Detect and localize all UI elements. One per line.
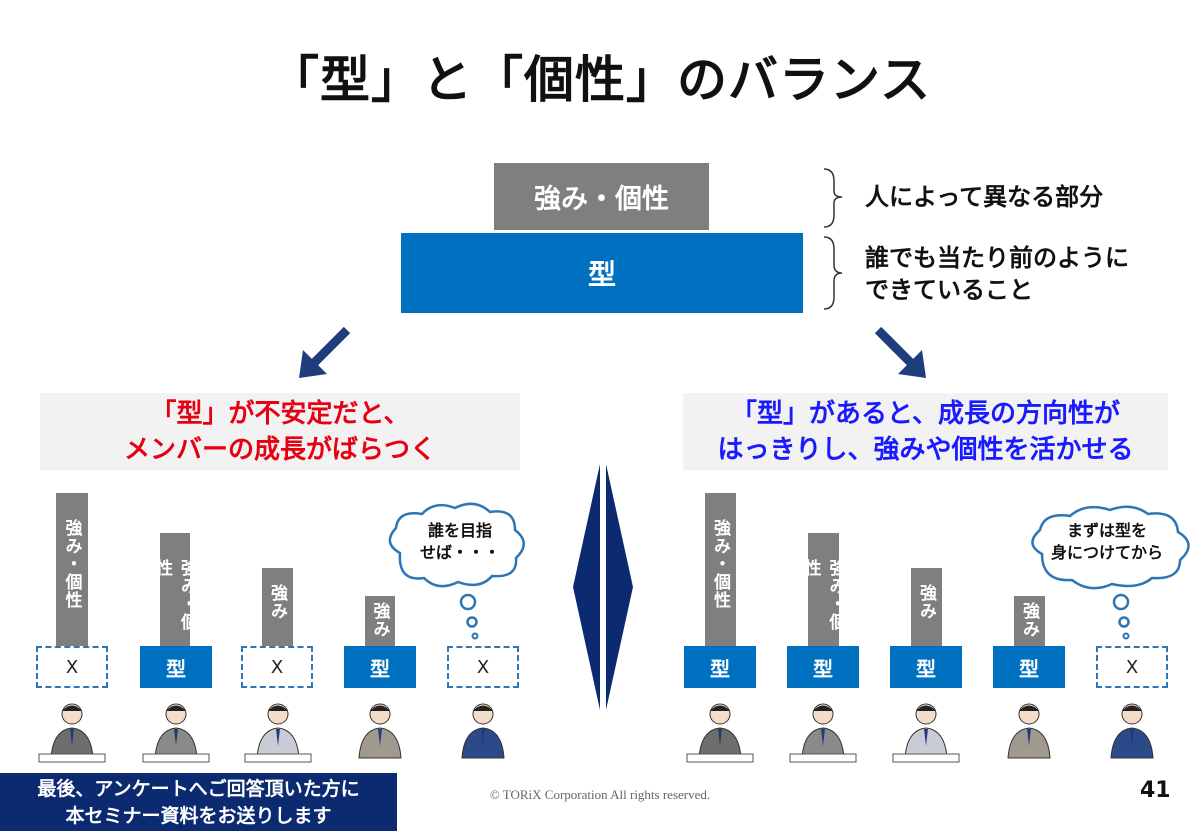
strength-block: 強み・個性 (494, 163, 709, 230)
person-illustration-icon (142, 703, 210, 763)
left-panel-label: 「型」が不安定だと、 メンバーの成長がばらつく (40, 393, 520, 470)
note-base-1: 誰でも当たり前のように (865, 244, 1129, 272)
brace-icons (823, 168, 843, 310)
person-illustration-icon (244, 703, 312, 763)
missing-kata-box: X (36, 646, 108, 688)
kata-box: 型 (993, 646, 1065, 688)
left-label-line1: 「型」が不安定だと、 (150, 398, 410, 429)
kata-box: 型 (140, 646, 212, 688)
kata-block: 型 (401, 233, 803, 313)
cloud-line: 身につけてから (1050, 543, 1163, 562)
kata-box: 型 (344, 646, 416, 688)
note-top: 人によって異なる部分 (865, 183, 1104, 211)
right-label-line1: 「型」があると、成長の方向性が (731, 398, 1120, 429)
strength-bar: 強み・個性 (705, 493, 736, 646)
strength-bar: 強み・個性 (801, 533, 846, 646)
kata-box: 型 (684, 646, 756, 688)
cloud-line: まずは型を (1066, 521, 1147, 540)
missing-kata-box: X (241, 646, 313, 688)
right-cloud-text: まずは型を 身につけてから (1032, 520, 1182, 564)
person-illustration-icon (789, 703, 857, 763)
missing-kata-box: X (447, 646, 519, 688)
strength-bar: 強み・個性 (152, 533, 197, 646)
strength-bar: 強み・個性 (56, 493, 88, 646)
person-illustration-icon (461, 703, 505, 759)
thought-cloud-icon (1031, 505, 1190, 640)
person-illustration-icon (38, 703, 106, 763)
right-label-line2: はっきりし、強みや個性を活かせる (717, 434, 1134, 465)
page-number: 41 (1140, 778, 1171, 803)
strength-bar: 強み (1014, 596, 1045, 646)
kata-box: 型 (890, 646, 962, 688)
thought-cloud-icon (388, 502, 525, 640)
person-illustration-icon (892, 703, 960, 763)
missing-kata-box: X (1096, 646, 1168, 688)
left-cloud-text: 誰を目指 せば・・・ (395, 520, 525, 564)
cloud-line: 誰を目指 (427, 521, 492, 540)
person-illustration-icon (1110, 703, 1154, 759)
note-base-2: できていること (865, 276, 1033, 304)
left-label-line2: メンバーの成長がばらつく (123, 434, 436, 465)
person-illustration-icon (1007, 703, 1051, 759)
copyright: © TORiX Corporation All rights reserved. (489, 787, 711, 802)
arrow-down-right-icon (874, 326, 926, 378)
survey-banner: 最後、アンケートへご回答頂いた方に 本セミナー資料をお送りします (0, 773, 397, 831)
kata-box: 型 (787, 646, 859, 688)
page-title: 「型」と「個性」のバランス (269, 51, 931, 109)
versus-diamond-icon (573, 464, 633, 710)
arrow-down-left-icon (299, 326, 351, 378)
right-panel-label: 「型」があると、成長の方向性が はっきりし、強みや個性を活かせる (683, 393, 1168, 470)
cloud-line: せば・・・ (419, 543, 500, 562)
strength-bar: 強み (365, 596, 395, 646)
person-illustration-icon (358, 703, 402, 759)
person-illustration-icon (686, 703, 754, 763)
strength-bar: 強み (262, 568, 293, 646)
banner-line: 最後、アンケートへご回答頂いた方に (37, 778, 360, 800)
strength-bar: 強み (911, 568, 942, 646)
banner-line: 本セミナー資料をお送りします (65, 805, 332, 827)
